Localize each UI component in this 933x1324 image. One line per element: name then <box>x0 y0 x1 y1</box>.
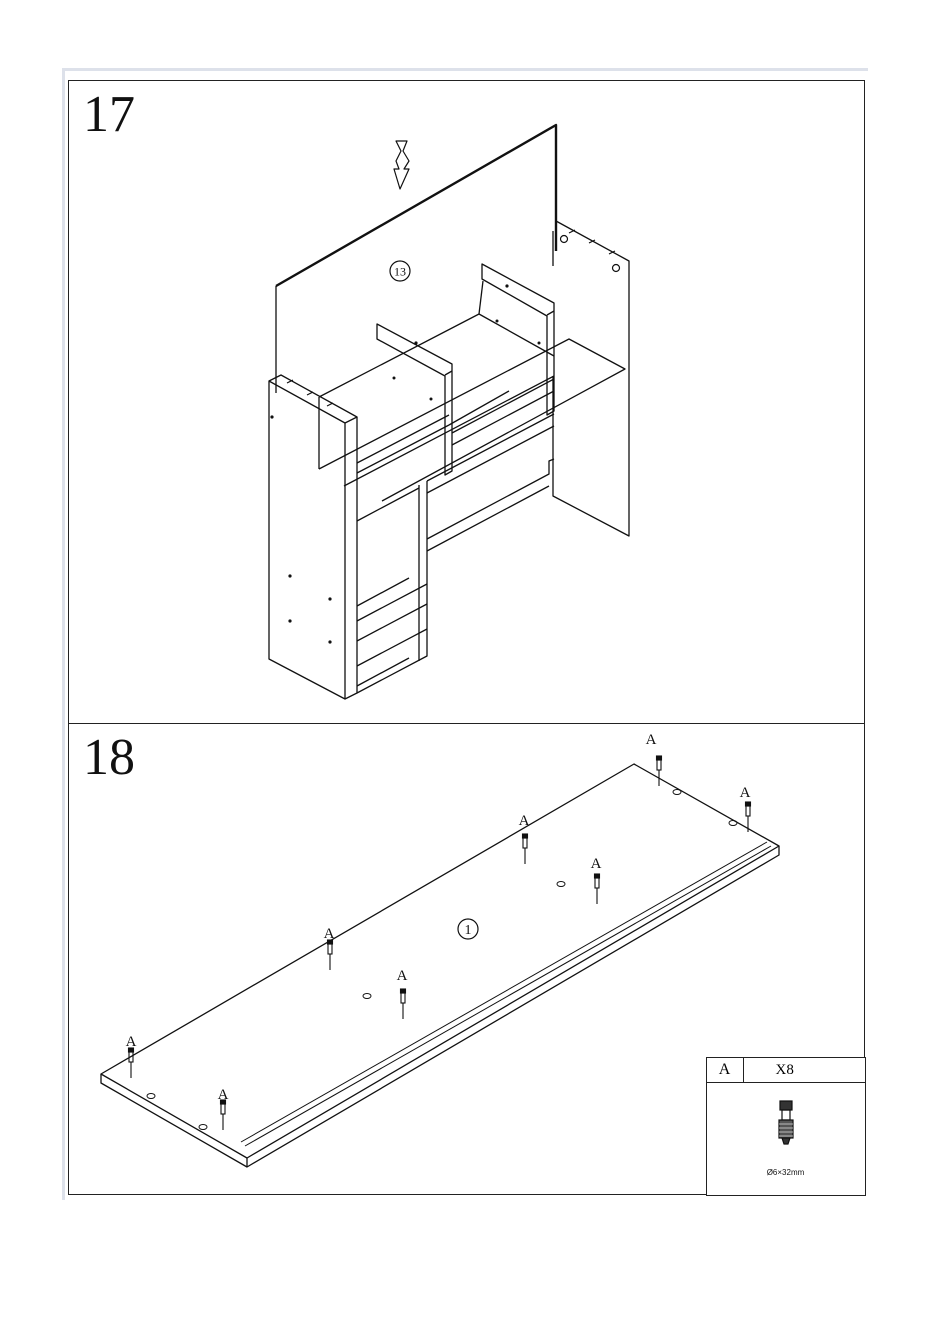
fittings-legend: A X8 Ø6×32mm <box>706 1057 866 1196</box>
fitting-letter: A <box>397 968 408 984</box>
fitting-letter: A <box>324 926 335 942</box>
legend-letter: A <box>707 1058 744 1082</box>
fitting-letter: A <box>740 785 751 801</box>
back-panel-13 <box>276 125 556 286</box>
part-label-13: 13 <box>394 265 406 279</box>
right-side-panel <box>553 221 629 536</box>
fitting-letter: A <box>126 1034 137 1050</box>
fitting-letter: A <box>646 732 657 748</box>
desktop-board-1 <box>101 764 779 1158</box>
step-17-illustration: 13 <box>69 81 866 725</box>
down-arrow-icon <box>394 141 409 189</box>
part-label-1: 1 <box>465 923 472 938</box>
fitting-letter: A <box>591 856 602 872</box>
step-17-panel: 17 <box>68 80 865 724</box>
cam-bolt-icon <box>129 756 751 1130</box>
left-side-panel <box>269 381 345 699</box>
legend-size: Ø6×32mm <box>707 1168 865 1177</box>
right-divider <box>482 264 554 415</box>
left-divider <box>377 324 452 475</box>
fitting-letter: A <box>519 813 530 829</box>
step-18-panel: 18 <box>68 723 865 1195</box>
fitting-letter: A <box>218 1087 229 1103</box>
legend-quantity: X8 <box>744 1058 865 1082</box>
cam-bolt-icon <box>771 1100 801 1156</box>
